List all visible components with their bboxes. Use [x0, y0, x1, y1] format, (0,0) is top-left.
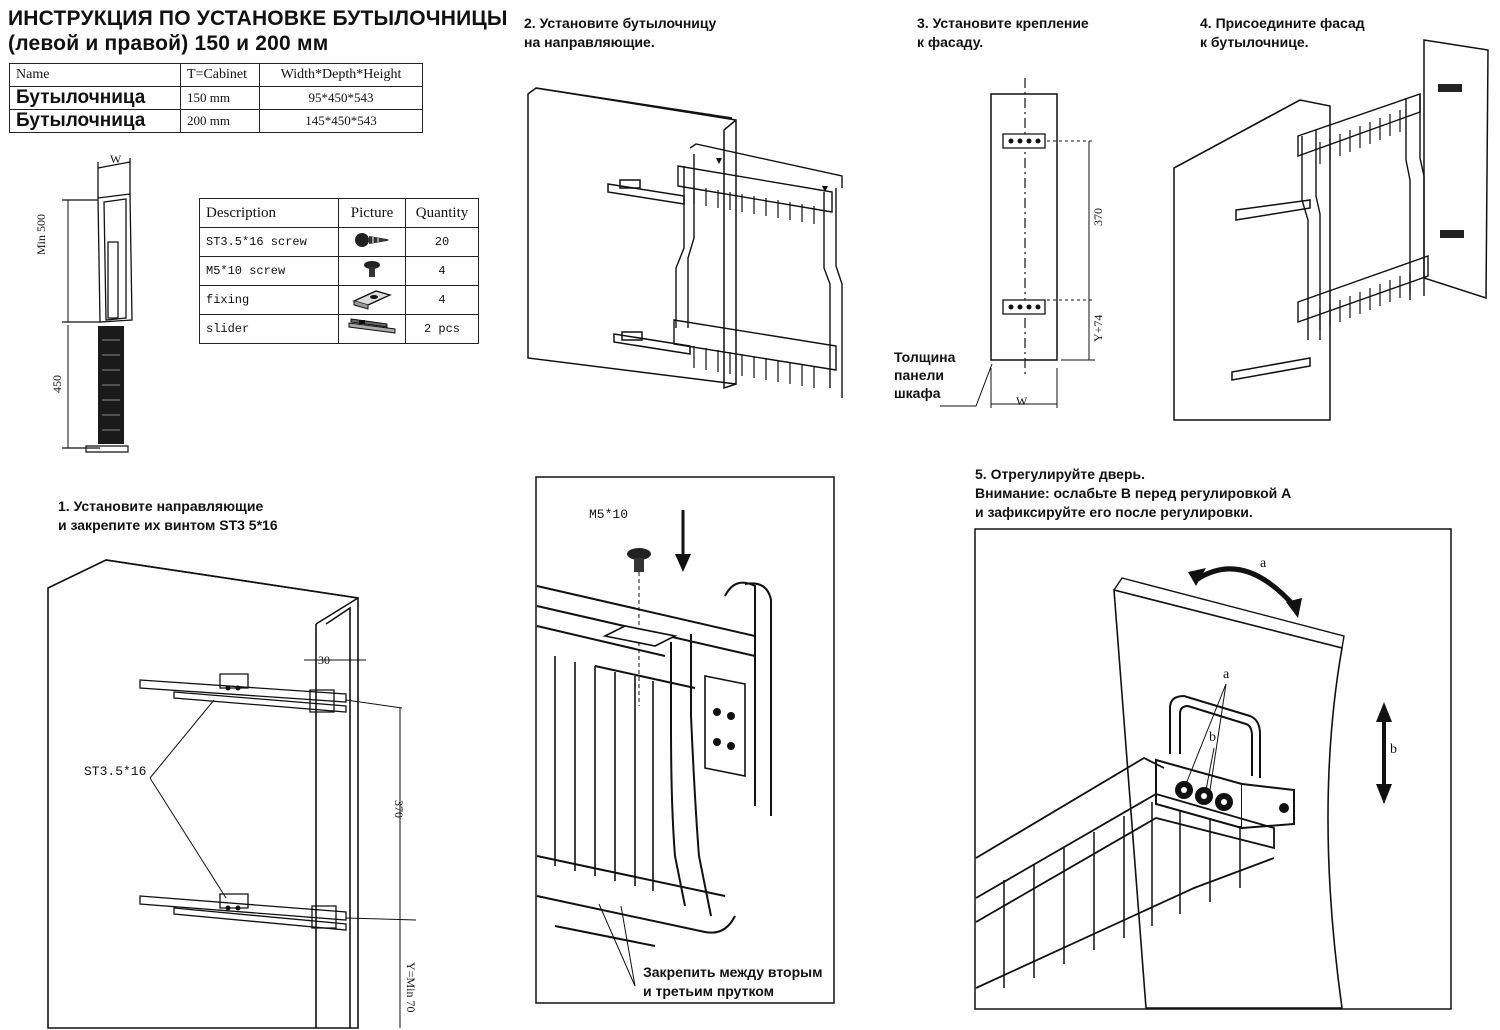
part-quantity: 2 pcs [405, 314, 479, 344]
spec-cell-name: Бутылочница [9, 109, 181, 133]
spec-table: Name T=Cabinet Width*Depth*Height Бутыло… [9, 63, 423, 133]
parts-table-header: Description Picture Quantity [199, 198, 479, 228]
table-row: Бутылочница 150 mm 95*450*543 [9, 86, 423, 110]
detail-diagram [535, 476, 837, 1006]
step3-dim-370: 370 [1091, 208, 1105, 226]
step1-screw-label: ST3.5*16 [84, 764, 147, 779]
depth-label: 450 [50, 375, 64, 393]
min-height-label: Min 500 [34, 213, 48, 255]
part-quantity: 4 [405, 285, 479, 315]
step1-heading-line2: и закрепите их винтом ST3 5*16 [58, 517, 278, 533]
step1-heading-line1: 1. Установите направляющие [58, 498, 264, 514]
part-picture [338, 314, 406, 344]
step5-label-a-top: a [1260, 556, 1267, 571]
step4-diagram [1170, 40, 1495, 425]
side-profile-diagram [40, 150, 150, 460]
part-picture [338, 285, 406, 315]
part-quantity: 4 [405, 256, 479, 286]
bolt-icon [364, 261, 380, 277]
spec-header-cabinet: T=Cabinet [180, 63, 260, 87]
step2-heading-line1: 2. Установите бутылочницу [524, 15, 717, 31]
part-quantity: 20 [405, 227, 479, 257]
step4-heading: 4. Присоедините фасад к бутылочнице. [1200, 14, 1365, 52]
step3-heading-line2: к фасаду. [917, 34, 984, 50]
table-row: ST3.5*16 screw 20 [199, 227, 479, 257]
slider-rail-icon [347, 317, 397, 337]
step5-heading-line1: 5. Отрегулируйте дверь. [975, 466, 1146, 482]
step3-w-label: W [1016, 394, 1028, 408]
step5-label-a-mid: a [1223, 667, 1230, 682]
panel-thickness-line2: панели [894, 367, 944, 383]
step4-heading-line2: к бутылочнице. [1200, 34, 1309, 50]
part-description: M5*10 screw [199, 256, 339, 286]
step2-heading-line2: на направляющие. [524, 34, 655, 50]
bolt-label: M5*10 [589, 507, 629, 522]
step2-heading: 2. Установите бутылочницу на направляющи… [524, 14, 716, 52]
panel-thickness-line1: Толщина [894, 349, 956, 365]
spec-header-name: Name [9, 63, 181, 87]
spec-cell-dimensions: 95*450*543 [259, 86, 423, 110]
detail-note-line1: Закрепить между вторым [643, 964, 823, 980]
step3-heading-line1: 3. Установите крепление [917, 15, 1089, 31]
step5-diagram [974, 528, 1454, 1012]
part-description: fixing [199, 285, 339, 315]
part-description: slider [199, 314, 339, 344]
spec-cell-cabinet: 200 mm [180, 109, 260, 133]
table-row: Бутылочница 200 mm 145*450*543 [9, 109, 423, 133]
fixing-bracket-icon [352, 287, 392, 309]
spec-header-dimensions: Width*Depth*Height [259, 63, 423, 87]
screw-icon [355, 233, 389, 247]
spec-cell-dimensions: 145*450*543 [259, 109, 423, 133]
page-subtitle: (левой и правой) 150 и 200 мм [8, 32, 329, 55]
panel-thickness-label: Толщина панели шкафа [894, 348, 955, 402]
width-label: W [110, 152, 122, 166]
part-description: ST3.5*16 screw [199, 227, 339, 257]
step5-label-b-mid: b [1209, 730, 1216, 745]
parts-header-description: Description [199, 198, 339, 228]
spec-cell-cabinet: 150 mm [180, 86, 260, 110]
panel-leader-line [940, 360, 1000, 410]
part-picture [338, 227, 406, 257]
step1-diagram [46, 560, 426, 1030]
step5-heading: 5. Отрегулируйте дверь. Внимание: ослабь… [975, 465, 1291, 522]
detail-note: Закрепить между вторым и третьим прутком [643, 963, 822, 1001]
step5-heading-line3: и зафиксируйте его после регулировки. [975, 504, 1253, 520]
step3-heading: 3. Установите крепление к фасаду. [917, 14, 1089, 52]
step1-dim-30: 30 [318, 653, 330, 667]
step3-diagram [985, 78, 1095, 413]
step3-dim-y74: Y+74 [1091, 314, 1105, 342]
step5-label-b-side: b [1390, 742, 1397, 757]
parts-header-picture: Picture [338, 198, 406, 228]
part-picture [338, 256, 406, 286]
table-row: slider 2 pcs [199, 314, 479, 344]
spec-table-header: Name T=Cabinet Width*Depth*Height [9, 63, 423, 87]
step2-diagram [524, 88, 854, 408]
panel-thickness-line3: шкафа [894, 385, 941, 401]
step1-dim-370: 370 [392, 800, 406, 818]
step1-heading: 1. Установите направляющие и закрепите и… [58, 497, 278, 535]
step1-dim-bottom: Y=Min 70 [404, 962, 418, 1013]
table-row: fixing 4 [199, 285, 479, 315]
step4-heading-line1: 4. Присоедините фасад [1200, 15, 1365, 31]
page-title: ИНСТРУКЦИЯ ПО УСТАНОВКЕ БУТЫЛОЧНИЦЫ [8, 7, 508, 30]
spec-cell-name: Бутылочница [9, 86, 181, 110]
table-row: M5*10 screw 4 [199, 256, 479, 286]
parts-header-quantity: Quantity [405, 198, 479, 228]
parts-table: Description Picture Quantity ST3.5*16 sc… [199, 198, 479, 344]
step5-heading-line2: Внимание: ослабьте В перед регулировкой … [975, 485, 1292, 501]
detail-note-line2: и третьим прутком [643, 983, 775, 999]
